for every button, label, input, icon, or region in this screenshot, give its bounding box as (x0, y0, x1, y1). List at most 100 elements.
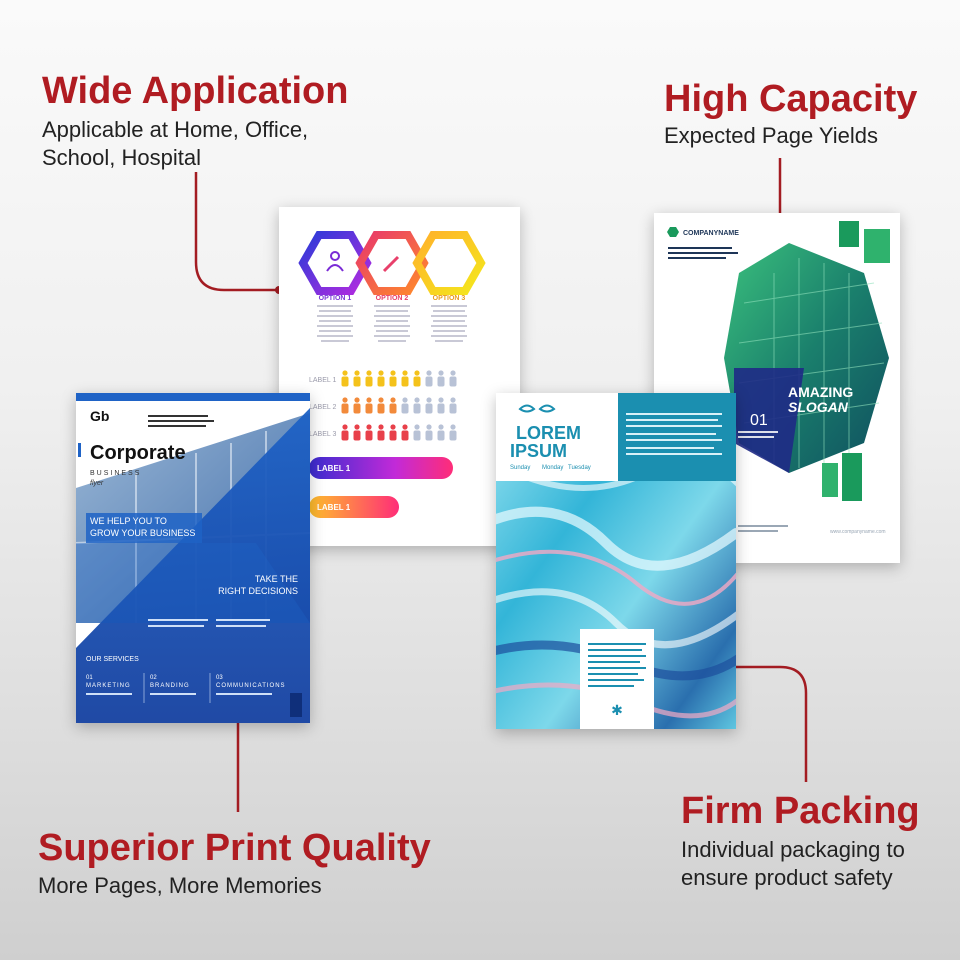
corporate-title: Corporate (90, 442, 186, 464)
person-icon (426, 424, 432, 430)
person-icon-body (437, 376, 445, 387)
person-icon (366, 397, 372, 403)
services-heading: OUR SERVICES (86, 656, 139, 663)
person-icon-body (449, 430, 457, 441)
person-icon-body (413, 376, 421, 387)
wide-application-line2: School, Hospital (42, 145, 201, 170)
row-label-3: LABEL 3 (309, 431, 336, 438)
company-website: www.companyname.com (830, 529, 886, 535)
person-icon-body (389, 403, 397, 414)
person-icon-body (341, 430, 349, 441)
superior-print-quality-text: More Pages, More Memories (38, 873, 322, 898)
person-icon (450, 397, 456, 403)
pencil-icon (382, 255, 400, 273)
take-line-1: TAKE THE (255, 574, 298, 584)
company-name: COMPANYNAME (683, 230, 739, 237)
person-icon-body (353, 430, 361, 441)
wide-application-title: Wide Application (42, 70, 349, 112)
wide-application-line1: Applicable at Home, Office, (42, 117, 309, 142)
person-icon-body (425, 403, 433, 414)
person-icon-body (437, 430, 445, 441)
option-1-label: OPTION 1 (319, 295, 352, 302)
person-icon-body (425, 430, 433, 441)
hexagon-option-3 (412, 231, 486, 295)
lorem-title-1: LOREM (516, 423, 581, 443)
person-icon-body (425, 376, 433, 387)
eye-icon (518, 404, 556, 413)
person-icon (426, 397, 432, 403)
option-2-label: OPTION 2 (376, 295, 409, 302)
connector-wide (194, 172, 279, 292)
lorem-info-panel (618, 393, 736, 481)
person-icon-body (353, 403, 361, 414)
gradient-bar-1 (309, 457, 453, 479)
person-icon-body (353, 376, 361, 387)
person-icon (342, 370, 348, 376)
person-icon-body (389, 430, 397, 441)
option-3-label: OPTION 3 (433, 295, 466, 302)
headline-box (86, 513, 202, 543)
person-icon (354, 370, 360, 376)
service-3-number: 03 (216, 675, 223, 681)
person-icon-body (401, 430, 409, 441)
person-icon (414, 397, 420, 403)
slogan-line-1: AMAZING (788, 384, 853, 400)
service-2-number: 02 (150, 675, 157, 681)
person-icon (390, 397, 396, 403)
person-icon (438, 424, 444, 430)
person-icon (342, 424, 348, 430)
wide-application-text: Applicable at Home, Office, School, Hosp… (42, 116, 308, 172)
people-rows (341, 370, 457, 441)
marble-art: LOREM IPSUM Sunday Monday Tuesday ✱ (496, 393, 736, 729)
person-icon (354, 424, 360, 430)
person-icon (378, 397, 384, 403)
infographic-art: OPTION 1 OPTION 2 OPTION 3 LABEL 1 LABEL… (298, 231, 486, 518)
firm-packing-title: Firm Packing (681, 790, 920, 832)
person-icon-body (377, 430, 385, 441)
corporate-art: Gb Corporate BUSINESS flyer WE HELP YOU … (76, 393, 310, 723)
lorem-title-2: IPSUM (510, 441, 567, 461)
service-2-label: BRANDING (150, 683, 190, 689)
person-icon (450, 370, 456, 376)
person-icon (354, 397, 360, 403)
gradient-bar-2 (309, 496, 399, 518)
hexagon-option-1 (298, 231, 372, 295)
company-number: 01 (750, 412, 768, 429)
person-icon-body (401, 376, 409, 387)
headline-line-2: GROW YOUR BUSINESS (90, 528, 195, 538)
high-capacity-title: High Capacity (664, 78, 918, 120)
person-icon-body (401, 403, 409, 414)
person-icon (450, 424, 456, 430)
person-icon (366, 370, 372, 376)
person-icon (390, 370, 396, 376)
take-line-2: RIGHT DECISIONS (218, 586, 298, 596)
row-label-2: LABEL 2 (309, 404, 336, 411)
person-icon-body (365, 403, 373, 414)
person-icon-body (341, 376, 349, 387)
person-icon (390, 424, 396, 430)
service-1-number: 01 (86, 675, 93, 681)
service-3-label: COMMUNICATIONS (216, 683, 286, 689)
headline-line-1: WE HELP YOU TO (90, 516, 167, 526)
person-icon (414, 370, 420, 376)
person-icon-body (389, 376, 397, 387)
corporate-logo: Gb (90, 408, 109, 424)
company-art: COMPANYNAME AMAZING SLOGAN 01 www.compan… (667, 221, 890, 535)
service-1-label: MARKETING (86, 683, 131, 689)
firm-packing-line1: Individual packaging to (681, 837, 905, 862)
person-icon (402, 397, 408, 403)
firm-packing-line2: ensure product safety (681, 865, 893, 890)
person-icon-body (377, 376, 385, 387)
person-icon (438, 370, 444, 376)
star-icon: ✱ (611, 702, 623, 718)
person-icon (402, 424, 408, 430)
firm-packing-text: Individual packaging to ensure product s… (681, 836, 905, 892)
person-icon (402, 370, 408, 376)
company-logo-hex (667, 227, 679, 237)
infographic-sheet: OPTION 1 OPTION 2 OPTION 3 LABEL 1 LABEL… (279, 207, 520, 546)
corporate-script: flyer (90, 480, 104, 487)
person-icon-body (377, 403, 385, 414)
connector-packing (724, 665, 808, 782)
superior-print-quality-title: Superior Print Quality (38, 827, 431, 869)
marble-sheet: LOREM IPSUM Sunday Monday Tuesday ✱ (496, 393, 736, 729)
